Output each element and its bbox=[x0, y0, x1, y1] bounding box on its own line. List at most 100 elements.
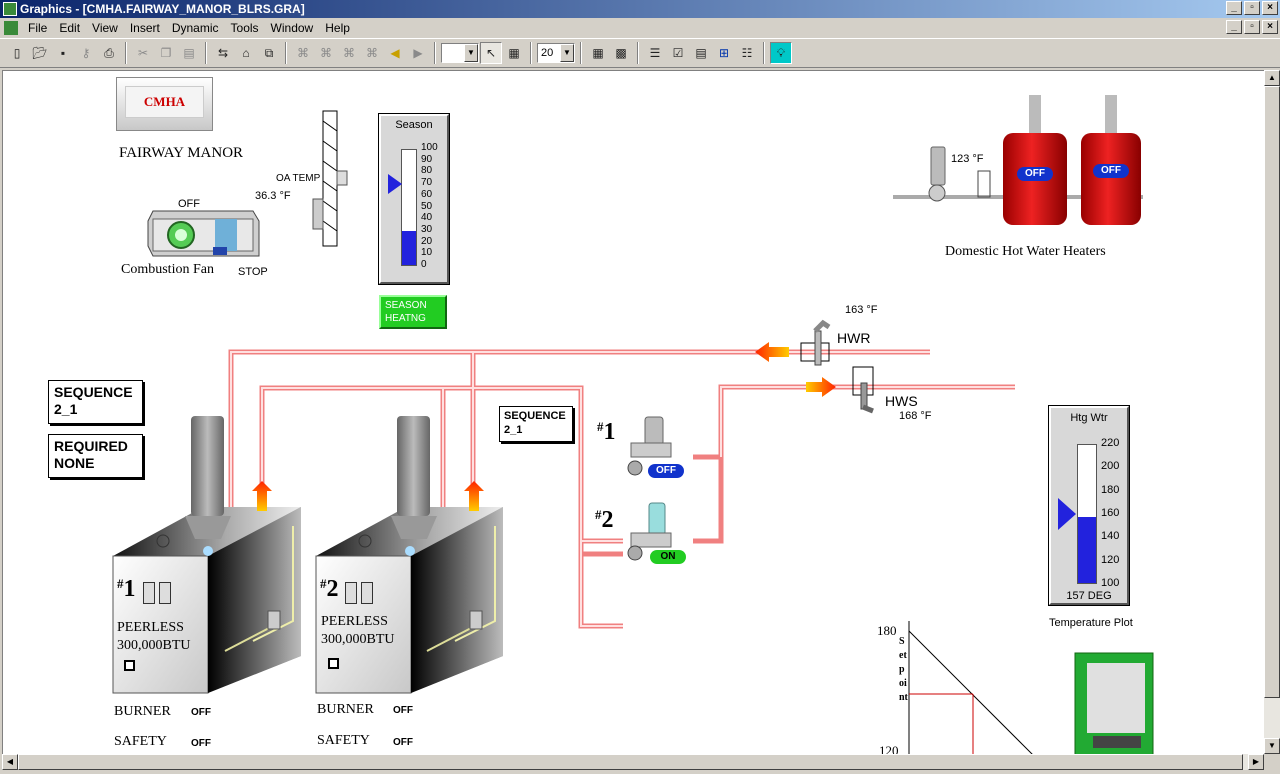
check-icon[interactable]: ☑ bbox=[672, 46, 684, 60]
close-button[interactable]: × bbox=[1262, 1, 1278, 15]
back-arrow-icon[interactable]: ◀ bbox=[390, 46, 400, 60]
new-icon[interactable]: ▯ bbox=[13, 46, 21, 60]
menu-dynamic[interactable]: Dynamic bbox=[171, 21, 219, 35]
required-box: REQUIRED NONE bbox=[48, 434, 143, 478]
htg-wtr-title: Htg Wtr bbox=[1070, 412, 1108, 424]
pump-2-label: #2 bbox=[595, 507, 614, 534]
season-status-line2: HEATNG bbox=[385, 313, 426, 324]
menu-window[interactable]: Window bbox=[270, 21, 314, 35]
boiler-1-indicators bbox=[143, 582, 171, 604]
sequence-box: SEQUENCE 2_1 bbox=[48, 380, 143, 424]
menu-tools[interactable]: Tools bbox=[230, 21, 259, 35]
paste-icon[interactable]: ▤ bbox=[183, 46, 195, 60]
hws-label: HWS bbox=[885, 393, 918, 409]
sequence-line2: 2_1 bbox=[54, 401, 78, 417]
calc-icon[interactable]: ▦ bbox=[592, 46, 604, 60]
document-icon[interactable] bbox=[4, 21, 18, 35]
toolbar: ▯ 📂︎ ▪ ⚷ ⎙ ✂ ❐ ▤ ⇆ ⌂ ⧉ ⌘ ⌘ ⌘ ⌘ ◀ ▶ ▼ ↖ ▦… bbox=[0, 38, 1280, 68]
combustion-fan-command[interactable]: STOP bbox=[238, 266, 268, 278]
chart-icon[interactable]: ▩ bbox=[615, 46, 627, 60]
boiler-2-burner-label: BURNER bbox=[317, 702, 374, 717]
season-bar-fill bbox=[402, 230, 416, 265]
boiler-2-burner-status: OFF bbox=[393, 705, 413, 716]
menu-view[interactable]: View bbox=[92, 21, 118, 35]
forward-arrow-icon[interactable]: ▶ bbox=[413, 46, 423, 60]
boiler-1-safety-status: OFF bbox=[191, 738, 211, 749]
scroll-left-button[interactable]: ◀ bbox=[2, 754, 18, 770]
boiler-1-label: #1 bbox=[117, 576, 136, 603]
align-icon[interactable]: ⌘ bbox=[343, 46, 355, 60]
boiler-1-burner-status: OFF bbox=[191, 707, 211, 718]
group-icon[interactable]: ⌘ bbox=[297, 46, 309, 60]
season-tick-50: 50 bbox=[421, 200, 433, 212]
vertical-scroll-thumb[interactable] bbox=[1264, 86, 1280, 698]
save-icon[interactable]: ▪ bbox=[60, 46, 66, 60]
dhw-heater-2-status[interactable]: OFF bbox=[1093, 164, 1129, 178]
home-icon[interactable]: ⌂ bbox=[242, 46, 250, 60]
boiler-2-enable-checkbox[interactable] bbox=[328, 658, 339, 669]
combustion-fan-label: Combustion Fan bbox=[121, 262, 214, 277]
boiler-2-hash: # bbox=[320, 576, 327, 591]
horizontal-scroll-thumb[interactable] bbox=[18, 754, 1243, 770]
scroll-up-button[interactable]: ▲ bbox=[1264, 70, 1280, 86]
season-tick-0: 0 bbox=[421, 259, 427, 270]
grid-icon[interactable]: ▦ bbox=[508, 46, 520, 60]
season-tick-80: 80 bbox=[421, 165, 433, 177]
menu-file[interactable]: File bbox=[28, 21, 48, 35]
zoom-select[interactable]: 20▼ bbox=[537, 43, 575, 63]
reset-chart bbox=[908, 621, 1033, 754]
pointer-icon[interactable]: ↖ bbox=[480, 42, 502, 64]
minimize-button[interactable]: _ bbox=[1226, 1, 1242, 15]
pump-2-status[interactable]: ON bbox=[650, 550, 686, 564]
pump-1-body bbox=[627, 416, 672, 476]
dhw-heater-1-status[interactable]: OFF bbox=[1017, 167, 1053, 181]
combustion-fan bbox=[147, 210, 260, 257]
layer-select[interactable]: ▼ bbox=[441, 43, 479, 63]
dhw-temp: 123 °F bbox=[951, 153, 984, 165]
menu-bar: File Edit View Insert Dynamic Tools Wind… bbox=[0, 18, 1280, 38]
tree-icon[interactable]: ⊞ bbox=[718, 46, 730, 60]
boiler-1-burner-label: BURNER bbox=[114, 704, 171, 719]
network-icon[interactable]: ⧉ bbox=[264, 45, 274, 60]
menu-help[interactable]: Help bbox=[325, 21, 350, 35]
season-tick-10: 10 bbox=[421, 247, 433, 259]
lightbulb-icon[interactable]: 💡︎ bbox=[770, 42, 792, 64]
doc-restore-button[interactable]: ▫ bbox=[1244, 20, 1260, 34]
hwr-temp: 163 °F bbox=[845, 304, 878, 316]
pump-2-hash: # bbox=[595, 507, 602, 522]
doc-close-button[interactable]: × bbox=[1262, 20, 1278, 34]
boiler-1-num: 1 bbox=[123, 576, 136, 602]
ungroup-icon[interactable]: ⌘ bbox=[320, 46, 332, 60]
print-icon[interactable]: ⎙ bbox=[104, 45, 114, 60]
cut-icon[interactable]: ✂ bbox=[137, 46, 149, 60]
scroll-down-button[interactable]: ▼ bbox=[1264, 738, 1280, 754]
doc-icon[interactable]: ▤ bbox=[695, 46, 707, 60]
pump-1-status[interactable]: OFF bbox=[648, 464, 684, 478]
temperature-plot-label[interactable]: Temperature Plot bbox=[1049, 617, 1133, 629]
season-tick-70: 70 bbox=[421, 177, 433, 189]
horizontal-scrollbar[interactable]: ◀ ▶ bbox=[2, 754, 1264, 770]
doc-minimize-button[interactable]: _ bbox=[1226, 20, 1242, 34]
maximize-button[interactable]: ▫ bbox=[1244, 1, 1260, 15]
properties-icon[interactable]: ☰ bbox=[649, 46, 661, 60]
hws-temp: 168 °F bbox=[899, 410, 932, 422]
scroll-right-button[interactable]: ▶ bbox=[1248, 754, 1264, 770]
season-tick-40: 40 bbox=[421, 212, 433, 224]
vertical-scrollbar[interactable]: ▲ ▼ bbox=[1264, 70, 1280, 754]
list-icon[interactable]: ☷ bbox=[741, 46, 753, 60]
open-icon[interactable]: 📂︎ bbox=[32, 46, 48, 60]
controller-board bbox=[1074, 652, 1154, 754]
distribute-icon[interactable]: ⌘ bbox=[366, 46, 378, 60]
menu-edit[interactable]: Edit bbox=[59, 21, 81, 35]
boiler-1-enable-checkbox[interactable] bbox=[124, 660, 135, 671]
season-title: Season bbox=[395, 119, 433, 131]
copy-icon[interactable]: ❐ bbox=[160, 46, 172, 60]
key-icon[interactable]: ⚷ bbox=[81, 46, 91, 60]
htg-wtr-value: 157 DEG bbox=[1066, 590, 1112, 602]
htg-wtr-tick-180: 180 bbox=[1101, 483, 1120, 496]
pump-1-hash: # bbox=[597, 419, 604, 434]
dhw-label: Domestic Hot Water Heaters bbox=[945, 244, 1106, 259]
graphic-canvas: CMHA FAIRWAY MANOR OA TEMP 36.3 °F OFF C… bbox=[2, 70, 1264, 754]
link-icon[interactable]: ⇆ bbox=[217, 46, 229, 60]
menu-insert[interactable]: Insert bbox=[129, 21, 160, 35]
